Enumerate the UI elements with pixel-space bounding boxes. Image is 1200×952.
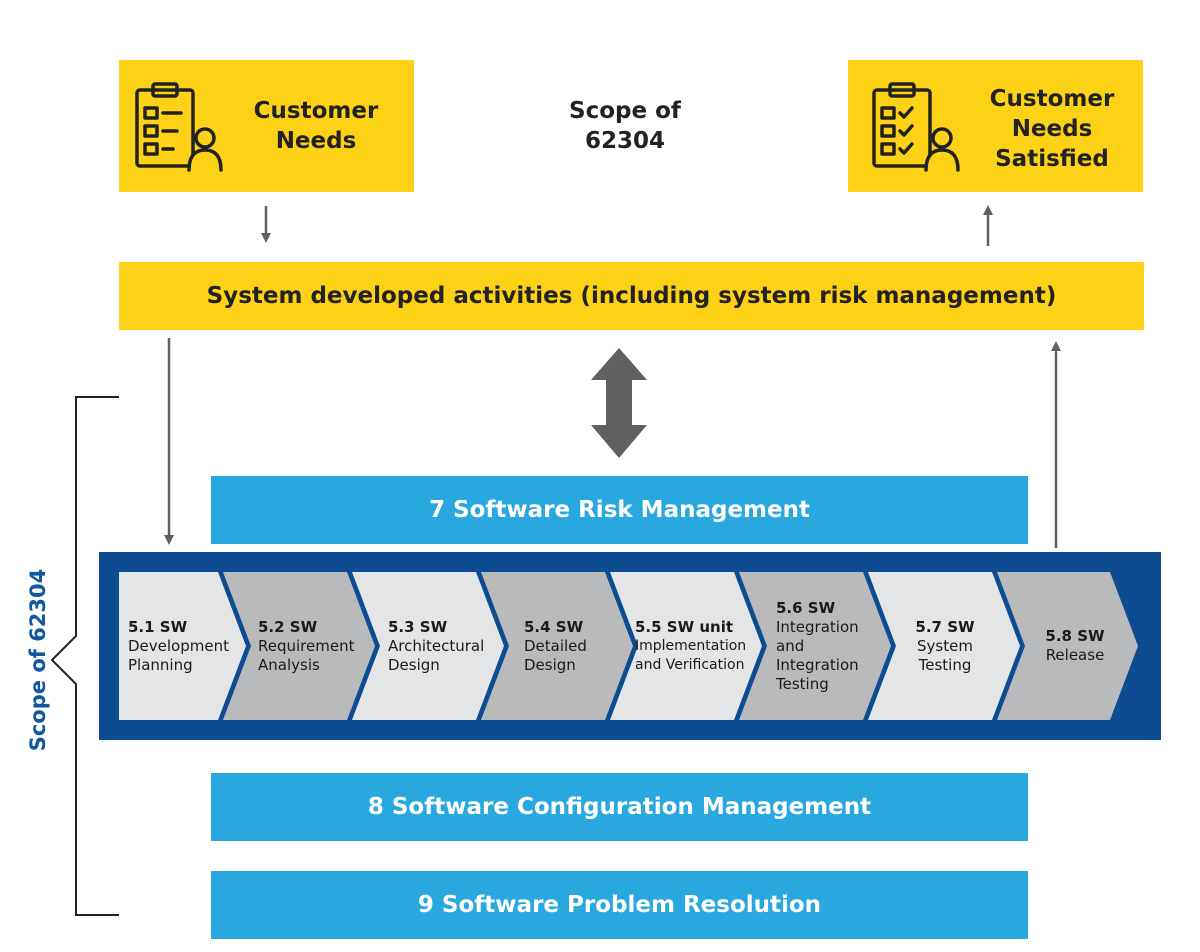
step-5-5-number: 5.5 SW unit bbox=[635, 617, 734, 636]
system-activities-bar bbox=[119, 262, 1144, 330]
scope-bracket bbox=[50, 396, 119, 916]
step-5-7-number: 5.7 SW bbox=[915, 617, 975, 636]
chevron-5-1 bbox=[119, 572, 246, 720]
satisfied-line2: Needs bbox=[1011, 116, 1093, 142]
step-5-8: 5.8 SW Release bbox=[1030, 572, 1120, 720]
step-5-6-line3: Integration bbox=[776, 655, 859, 674]
customer-needs-line2: Needs bbox=[275, 128, 357, 154]
satisfied-line1: Customer bbox=[989, 86, 1115, 112]
satisfied-line3: Satisfied bbox=[995, 146, 1109, 172]
chevron-5-6 bbox=[739, 572, 891, 720]
step-5-4-number: 5.4 SW bbox=[524, 617, 584, 636]
customer-needs-satisfied-box: Customer Needs Satisfied bbox=[848, 60, 1143, 192]
risk-management-bar: 7 Software Risk Management bbox=[211, 476, 1028, 544]
step-5-8-number: 5.8 SW bbox=[1045, 627, 1105, 645]
scope-title-line1: Scope of bbox=[569, 98, 681, 124]
step-5-6: 5.6 SW Integration and Integration Testi… bbox=[776, 572, 876, 720]
step-5-2: 5.2 SW Requirement Analysis bbox=[258, 572, 358, 720]
chevron-5-5 bbox=[610, 572, 762, 720]
step-5-7: 5.7 SW System Testing bbox=[900, 572, 990, 720]
system-activities-label: System developed activities (including s… bbox=[206, 283, 1057, 309]
chevron-5-3 bbox=[352, 572, 504, 720]
step-5-1-number: 5.1 SW bbox=[128, 617, 188, 636]
step-5-3-line2: Design bbox=[388, 655, 440, 674]
step-5-1-line1: Development bbox=[128, 636, 229, 655]
clipboard-check-person-icon bbox=[872, 82, 960, 172]
step-5-7-line2: Testing bbox=[918, 655, 972, 674]
chevron-5-2 bbox=[223, 572, 375, 720]
chevron-5-7 bbox=[868, 572, 1020, 720]
step-5-6-line4: Testing bbox=[776, 674, 829, 693]
step-5-6-line2: and bbox=[776, 636, 805, 655]
double-arrow-icon bbox=[591, 348, 647, 458]
chevron-5-8 bbox=[997, 572, 1138, 720]
step-5-6-line1: Integration bbox=[776, 617, 859, 636]
step-5-3: 5.3 SW Architectural Design bbox=[388, 572, 488, 720]
step-5-5: 5.5 SW unit Implementation and Verificat… bbox=[635, 572, 753, 720]
step-5-5-line1: Implementation bbox=[635, 637, 747, 654]
customer-needs-line1: Customer bbox=[253, 98, 379, 124]
step-5-6-number: 5.6 SW bbox=[776, 598, 836, 617]
configuration-management-bar: 8 Software Configuration Management bbox=[211, 773, 1028, 841]
step-5-3-number: 5.3 SW bbox=[388, 617, 448, 636]
step-5-2-line2: Analysis bbox=[258, 655, 320, 674]
customer-needs-box: Customer Needs bbox=[119, 60, 414, 192]
clipboard-person-icon bbox=[135, 82, 223, 172]
chevron-5-4 bbox=[481, 572, 633, 720]
scope-title: Scope of 62304 bbox=[540, 96, 710, 156]
step-5-8-line1: Release bbox=[1045, 646, 1105, 664]
step-5-2-line1: Requirement bbox=[258, 636, 355, 655]
scope-title-line2: 62304 bbox=[584, 128, 666, 154]
step-5-2-number: 5.2 SW bbox=[258, 617, 318, 636]
step-5-7-line1: System bbox=[917, 636, 973, 655]
step-5-4: 5.4 SW Detailed Design bbox=[524, 572, 614, 720]
scope-side-label: Scope of 62304 bbox=[26, 568, 50, 752]
step-5-4-line1: Detailed bbox=[524, 636, 587, 655]
step-5-4-line2: Design bbox=[524, 655, 576, 674]
step-5-1: 5.1 SW Development Planning bbox=[128, 572, 240, 720]
step-5-3-line1: Architectural bbox=[388, 636, 485, 655]
problem-resolution-bar: 9 Software Problem Resolution bbox=[211, 871, 1028, 939]
step-5-1-line2: Planning bbox=[128, 655, 193, 674]
step-5-5-line2: and Verification bbox=[635, 656, 745, 673]
